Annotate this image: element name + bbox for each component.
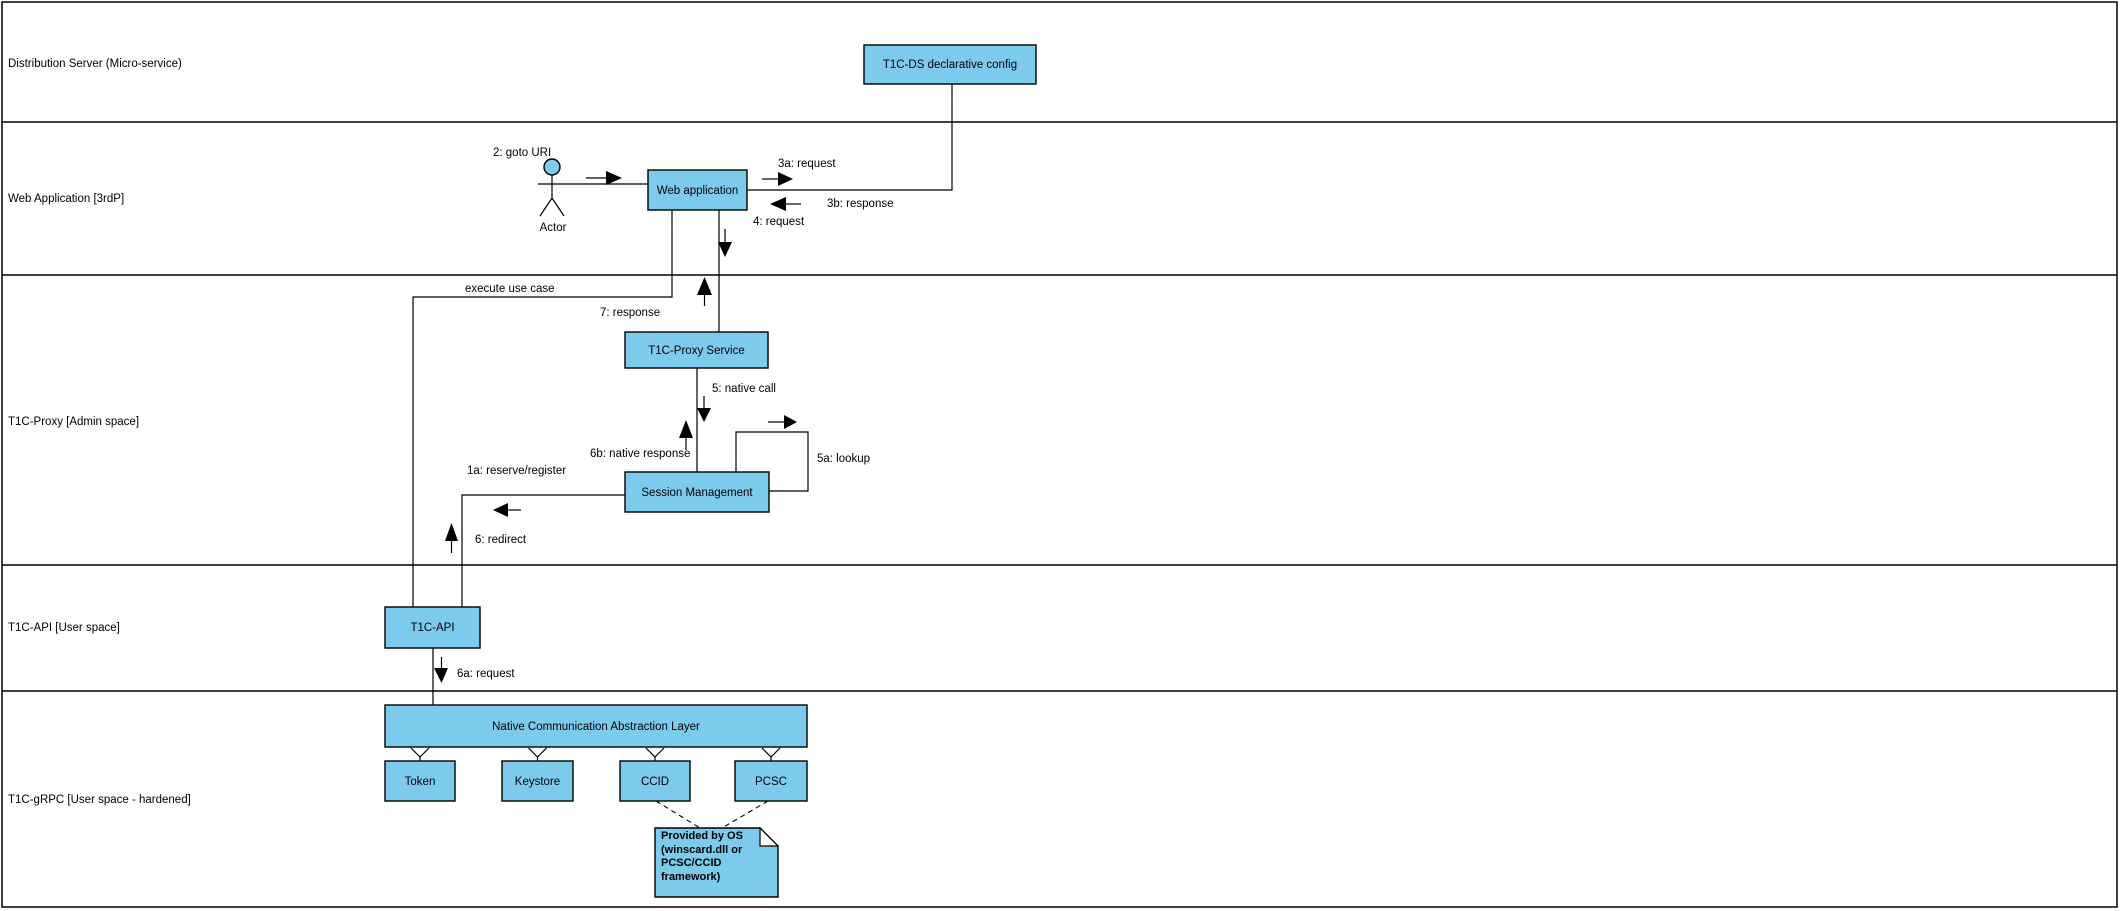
- message-3a-request: 3a: request: [778, 158, 836, 170]
- ncal-module-arrowheads: [410, 747, 781, 761]
- message-5-native-call: 5: native call: [712, 383, 776, 395]
- node-box: [863, 44, 1037, 85]
- lane-label-t1c-proxy: T1C-Proxy [Admin space]: [8, 416, 139, 428]
- actor-head-icon: [543, 158, 561, 176]
- os-note: Provided by OS (winscard.dll or PCSC/CCI…: [654, 826, 780, 898]
- arrow-up-7-icon: [697, 277, 712, 306]
- node-box: [384, 704, 808, 748]
- link-webapp-t1capi-execute: [412, 210, 673, 607]
- arrow-down-5-icon: [697, 396, 711, 422]
- arrow-right-5a-icon: [768, 415, 797, 429]
- note-text: Provided by OS (winscard.dll or PCSC/CCI…: [661, 830, 743, 883]
- message-5a-lookup: 5a: lookup: [817, 453, 870, 465]
- actor-figure: Actor: [539, 158, 567, 234]
- open-arrowhead-pcsc-icon: [761, 747, 781, 761]
- node-label: Keystore: [515, 776, 560, 788]
- node-t1c-ds-declarative-config: T1C-DS declarative config: [863, 44, 1037, 85]
- node-box: [624, 331, 769, 369]
- node-token: Token: [384, 760, 456, 802]
- node-label: Native Communication Abstraction Layer: [492, 721, 700, 733]
- node-box: [501, 760, 574, 802]
- node-pcsc: PCSC: [734, 760, 808, 802]
- link-session-t1capi: [461, 494, 625, 607]
- arrow-right-goto-uri-icon: [586, 171, 622, 185]
- node-keystore: Keystore: [501, 760, 574, 802]
- link-ccid-note: [655, 800, 701, 829]
- message-6a-request: 6a: request: [457, 668, 515, 680]
- arrow-up-1a-icon: [445, 523, 458, 553]
- lane-label-t1c-grpc: T1C-gRPC [User space - hardened]: [8, 794, 191, 806]
- lane-label-distribution-server: Distribution Server (Micro-service): [8, 58, 182, 70]
- connectors: [412, 84, 953, 829]
- link-pcsc-note: [721, 800, 769, 829]
- open-arrowhead-token-icon: [410, 747, 430, 761]
- open-arrowhead-ccid-icon: [645, 747, 665, 761]
- message-labels: 2: goto URI 3a: request 3b: response 4: …: [457, 147, 894, 680]
- node-label: T1C-API: [410, 622, 454, 634]
- node-ccid: CCID: [619, 760, 691, 802]
- node-web-application: Web application: [647, 169, 748, 211]
- node-label: Session Management: [641, 487, 753, 499]
- node-label: CCID: [641, 776, 669, 788]
- node-box: [734, 760, 808, 802]
- message-arrows: [434, 171, 801, 683]
- node-label: T1C-DS declarative config: [883, 59, 1017, 71]
- arrow-down-4-icon: [718, 229, 732, 257]
- node-session-management: Session Management: [624, 471, 770, 513]
- actor-leg-left: [539, 197, 553, 217]
- message-6b-native-response: 6b: native response: [590, 448, 690, 460]
- open-arrowhead-keystore-icon: [528, 747, 547, 761]
- node-label: Web application: [657, 185, 739, 197]
- note-shape: [654, 827, 779, 898]
- arrow-down-6a-icon: [434, 657, 448, 683]
- actor-leg-right: [551, 197, 565, 217]
- note-fold-icon: [759, 826, 780, 847]
- arrow-left-6-icon: [493, 503, 521, 517]
- message-6-redirect: 6: redirect: [475, 534, 527, 546]
- link-ds-webapp: [747, 84, 953, 191]
- node-native-communication-abstraction-layer: Native Communication Abstraction Layer: [384, 704, 808, 748]
- message-1a-reserve-register: 1a: reserve/register: [467, 465, 566, 477]
- message-3b-response: 3b: response: [827, 198, 894, 210]
- arrow-right-3a-icon: [762, 172, 793, 186]
- node-t1c-proxy-service: T1C-Proxy Service: [624, 331, 769, 369]
- node-box: [384, 760, 456, 802]
- node-label: Token: [405, 776, 436, 788]
- message-4-request: 4: request: [753, 216, 805, 228]
- actor-label: Actor: [540, 222, 567, 234]
- node-label: T1C-Proxy Service: [648, 345, 745, 357]
- node-box: [647, 169, 748, 211]
- node-label: PCSC: [755, 776, 787, 788]
- arrow-left-3b-icon: [770, 197, 801, 211]
- message-goto-uri: 2: goto URI: [493, 147, 551, 159]
- node-box: [384, 606, 481, 649]
- lane-label-t1c-api: T1C-API [User space]: [8, 622, 120, 634]
- node-box: [619, 760, 691, 802]
- node-box: [624, 471, 770, 513]
- message-7-response: 7: response: [600, 307, 660, 319]
- arrow-up-6b-icon: [679, 420, 693, 450]
- lane-label-web-application: Web Application [3rdP]: [8, 193, 124, 205]
- node-t1c-api: T1C-API: [384, 606, 481, 649]
- message-execute-use-case: execute use case: [465, 283, 555, 295]
- link-session-self-loop: [735, 431, 809, 492]
